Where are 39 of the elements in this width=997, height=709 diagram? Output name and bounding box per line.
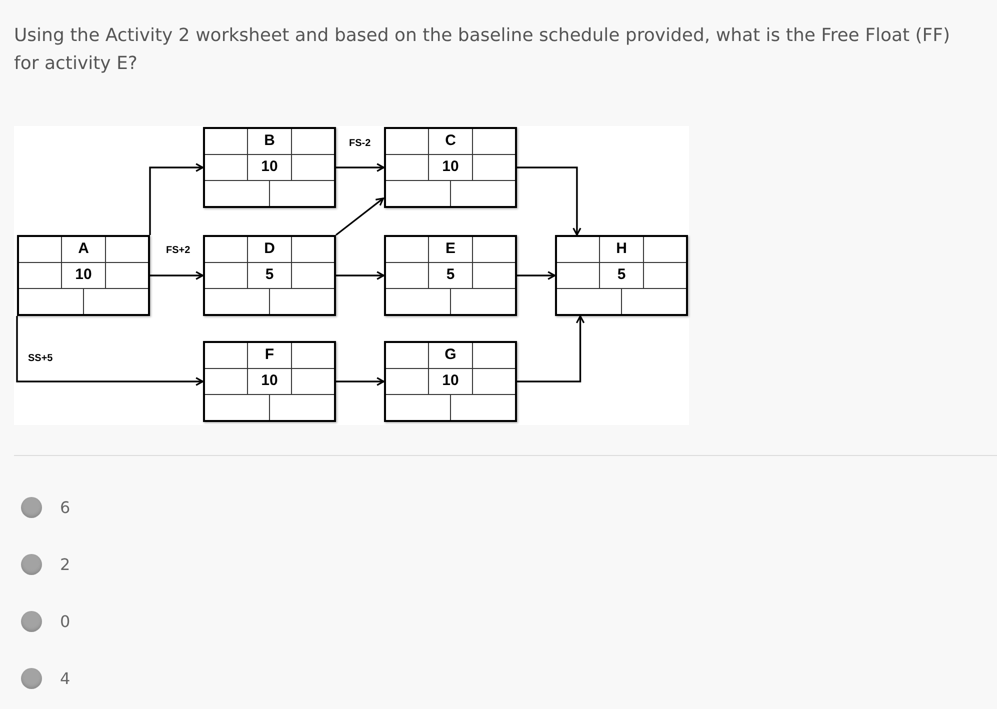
duration: 5 [429, 263, 473, 288]
connector-arrow [16, 316, 204, 386]
connector-arrow [517, 271, 556, 280]
connector-arrow [336, 271, 385, 280]
activity-id: G [429, 343, 473, 368]
question-text: Using the Activity 2 worksheet and based on the baseline schedule provided, what is the Free Float (FF) for activity E? [14, 24, 952, 76]
duration: 5 [248, 263, 292, 288]
connector-arrow [150, 271, 204, 280]
activity-node [384, 127, 517, 208]
activity-node [203, 341, 336, 422]
answer-option: 2 [60, 552, 70, 576]
connector-arrow [149, 163, 204, 235]
activity-id: C [429, 129, 473, 154]
connector-arrow [517, 166, 582, 236]
duration: 10 [248, 155, 292, 180]
duration: 10 [429, 155, 473, 180]
answer-option: 4 [60, 666, 70, 690]
activity-node [203, 127, 336, 208]
activity-node [203, 235, 336, 316]
activity-id: F [248, 343, 292, 368]
activity-id: B [248, 129, 292, 154]
activity-node [17, 235, 150, 316]
duration: 10 [429, 369, 473, 394]
answer-option: 0 [60, 610, 70, 634]
activity-id: E [429, 237, 473, 262]
duration: 10 [62, 263, 106, 288]
connector-arrow [336, 377, 385, 386]
duration: 5 [600, 263, 644, 288]
answer-option: 6 [60, 496, 70, 520]
activity-id: D [248, 237, 292, 262]
connector-arrow [335, 198, 384, 236]
activity-id: A [62, 237, 106, 262]
connector-arrow [517, 315, 585, 382]
activity-id: H [600, 237, 644, 262]
activity-node [384, 341, 517, 422]
duration: 10 [248, 369, 292, 394]
activity-node [555, 235, 688, 316]
connector-arrow [336, 163, 385, 172]
activity-node [384, 235, 517, 316]
